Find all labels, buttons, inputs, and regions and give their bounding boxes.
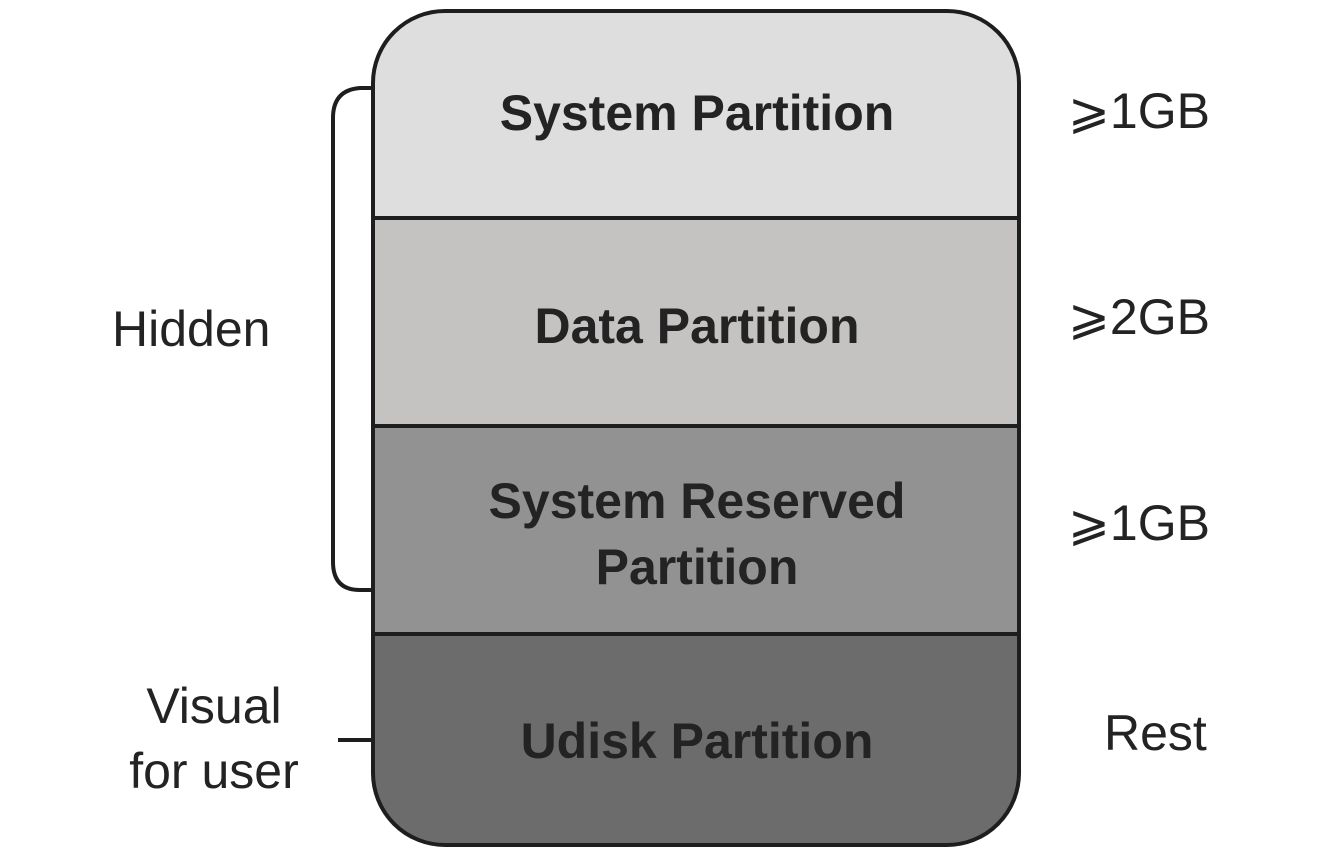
data-partition-block bbox=[373, 218, 1019, 426]
udisk-partition-label: Udisk Partition bbox=[521, 713, 874, 769]
visual-label-line2: for user bbox=[129, 743, 299, 799]
hidden-bracket bbox=[331, 86, 372, 592]
hidden-label: Hidden bbox=[112, 301, 270, 357]
system-reserved-label-line1: System Reserved bbox=[489, 473, 906, 529]
system-partition-label: System Partition bbox=[500, 85, 895, 141]
udisk-partition-block bbox=[373, 634, 1019, 845]
data-partition-label: Data Partition bbox=[534, 298, 859, 354]
storage-outline bbox=[371, 9, 1021, 847]
system-reserved-label-line2: Partition bbox=[596, 539, 799, 595]
data-partition-size: ⩾2GB bbox=[1068, 289, 1210, 345]
system-reserved-size: ⩾1GB bbox=[1068, 495, 1210, 551]
system-partition-size: ⩾1GB bbox=[1068, 83, 1210, 139]
visual-label-line1: Visual bbox=[146, 678, 281, 734]
udisk-partition-size: Rest bbox=[1104, 705, 1207, 761]
system-partition-block bbox=[373, 11, 1019, 218]
system-reserved-partition-block bbox=[373, 426, 1019, 634]
